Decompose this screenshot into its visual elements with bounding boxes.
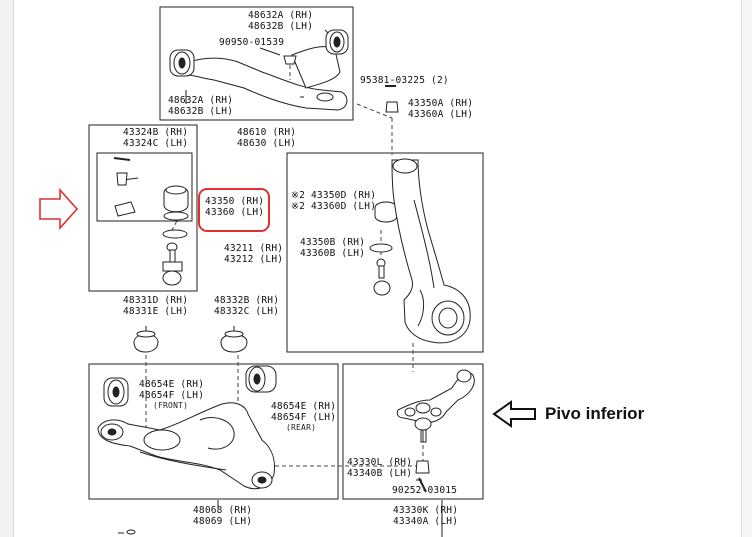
label-lower-ball-nut: 43330L (RH)43340B (LH) [347,457,413,479]
right-window-edge [741,0,752,537]
label-rear-note: (REAR) [286,423,317,432]
label-knuckle-ring: 43350B (RH)43360B (LH) [300,237,366,259]
highlight-box [198,188,270,232]
knuckle-shape [391,159,471,344]
label-bumper-right: 48332B (RH)48332C (LH) [214,295,280,317]
ball-joint-kit-frame [88,124,198,292]
label-highlighted-part: 43350 (RH)43360 (LH) [205,196,265,218]
label-lower-ball-joint: 43330K (RH)43340A (LH) [393,505,459,527]
knuckle-frame [286,152,484,353]
label-bolt-upper: 90950-01539 [219,37,285,48]
lower-arm-frame [88,363,339,500]
red-arrow-icon [39,187,79,231]
upper-arm-frame [159,6,354,121]
upper-arm-shape [177,57,348,111]
label-upper-ball-joint: 43211 (RH)43212 (LH) [224,243,284,265]
lower-arm-shape [97,402,275,490]
label-bumper-left: 48331D (RH)48331E (LH) [123,295,189,317]
label-cotter-pin-upper: 95381-03225 (2) [360,75,449,86]
black-arrow-icon [492,400,536,428]
label-cotter-pin-lower: 90252-03015 [392,485,458,496]
boot-kit-inner-frame [96,152,193,222]
label-front-note: (FRONT) [153,401,189,410]
left-window-edge [0,0,14,537]
label-upper-bushing-lower: 48632A (RH)48632B (LH) [168,95,234,117]
label-upper-arm: 48610 (RH)48630 (LH) [237,127,297,149]
label-lower-arm: 48068 (RH)48069 (LH) [193,505,253,527]
label-upper-bushing: 48632A (RH)48632B (LH) [248,10,314,32]
annotation-pivo-inferior: Pivo inferior [545,404,645,423]
label-boot-kit: 43324B (RH)43324C (LH) [123,127,189,149]
label-knuckle-boot: ※2 43350D (RH)※2 43360D (LH) [291,190,377,212]
label-nut-upper: 43350A (RH)43360A (LH) [408,98,474,120]
label-lower-bushing-rear: 48654E (RH)48654F (LH) [271,401,337,423]
label-lower-bushing-front: 48654E (RH)48654F (LH) [139,379,205,401]
